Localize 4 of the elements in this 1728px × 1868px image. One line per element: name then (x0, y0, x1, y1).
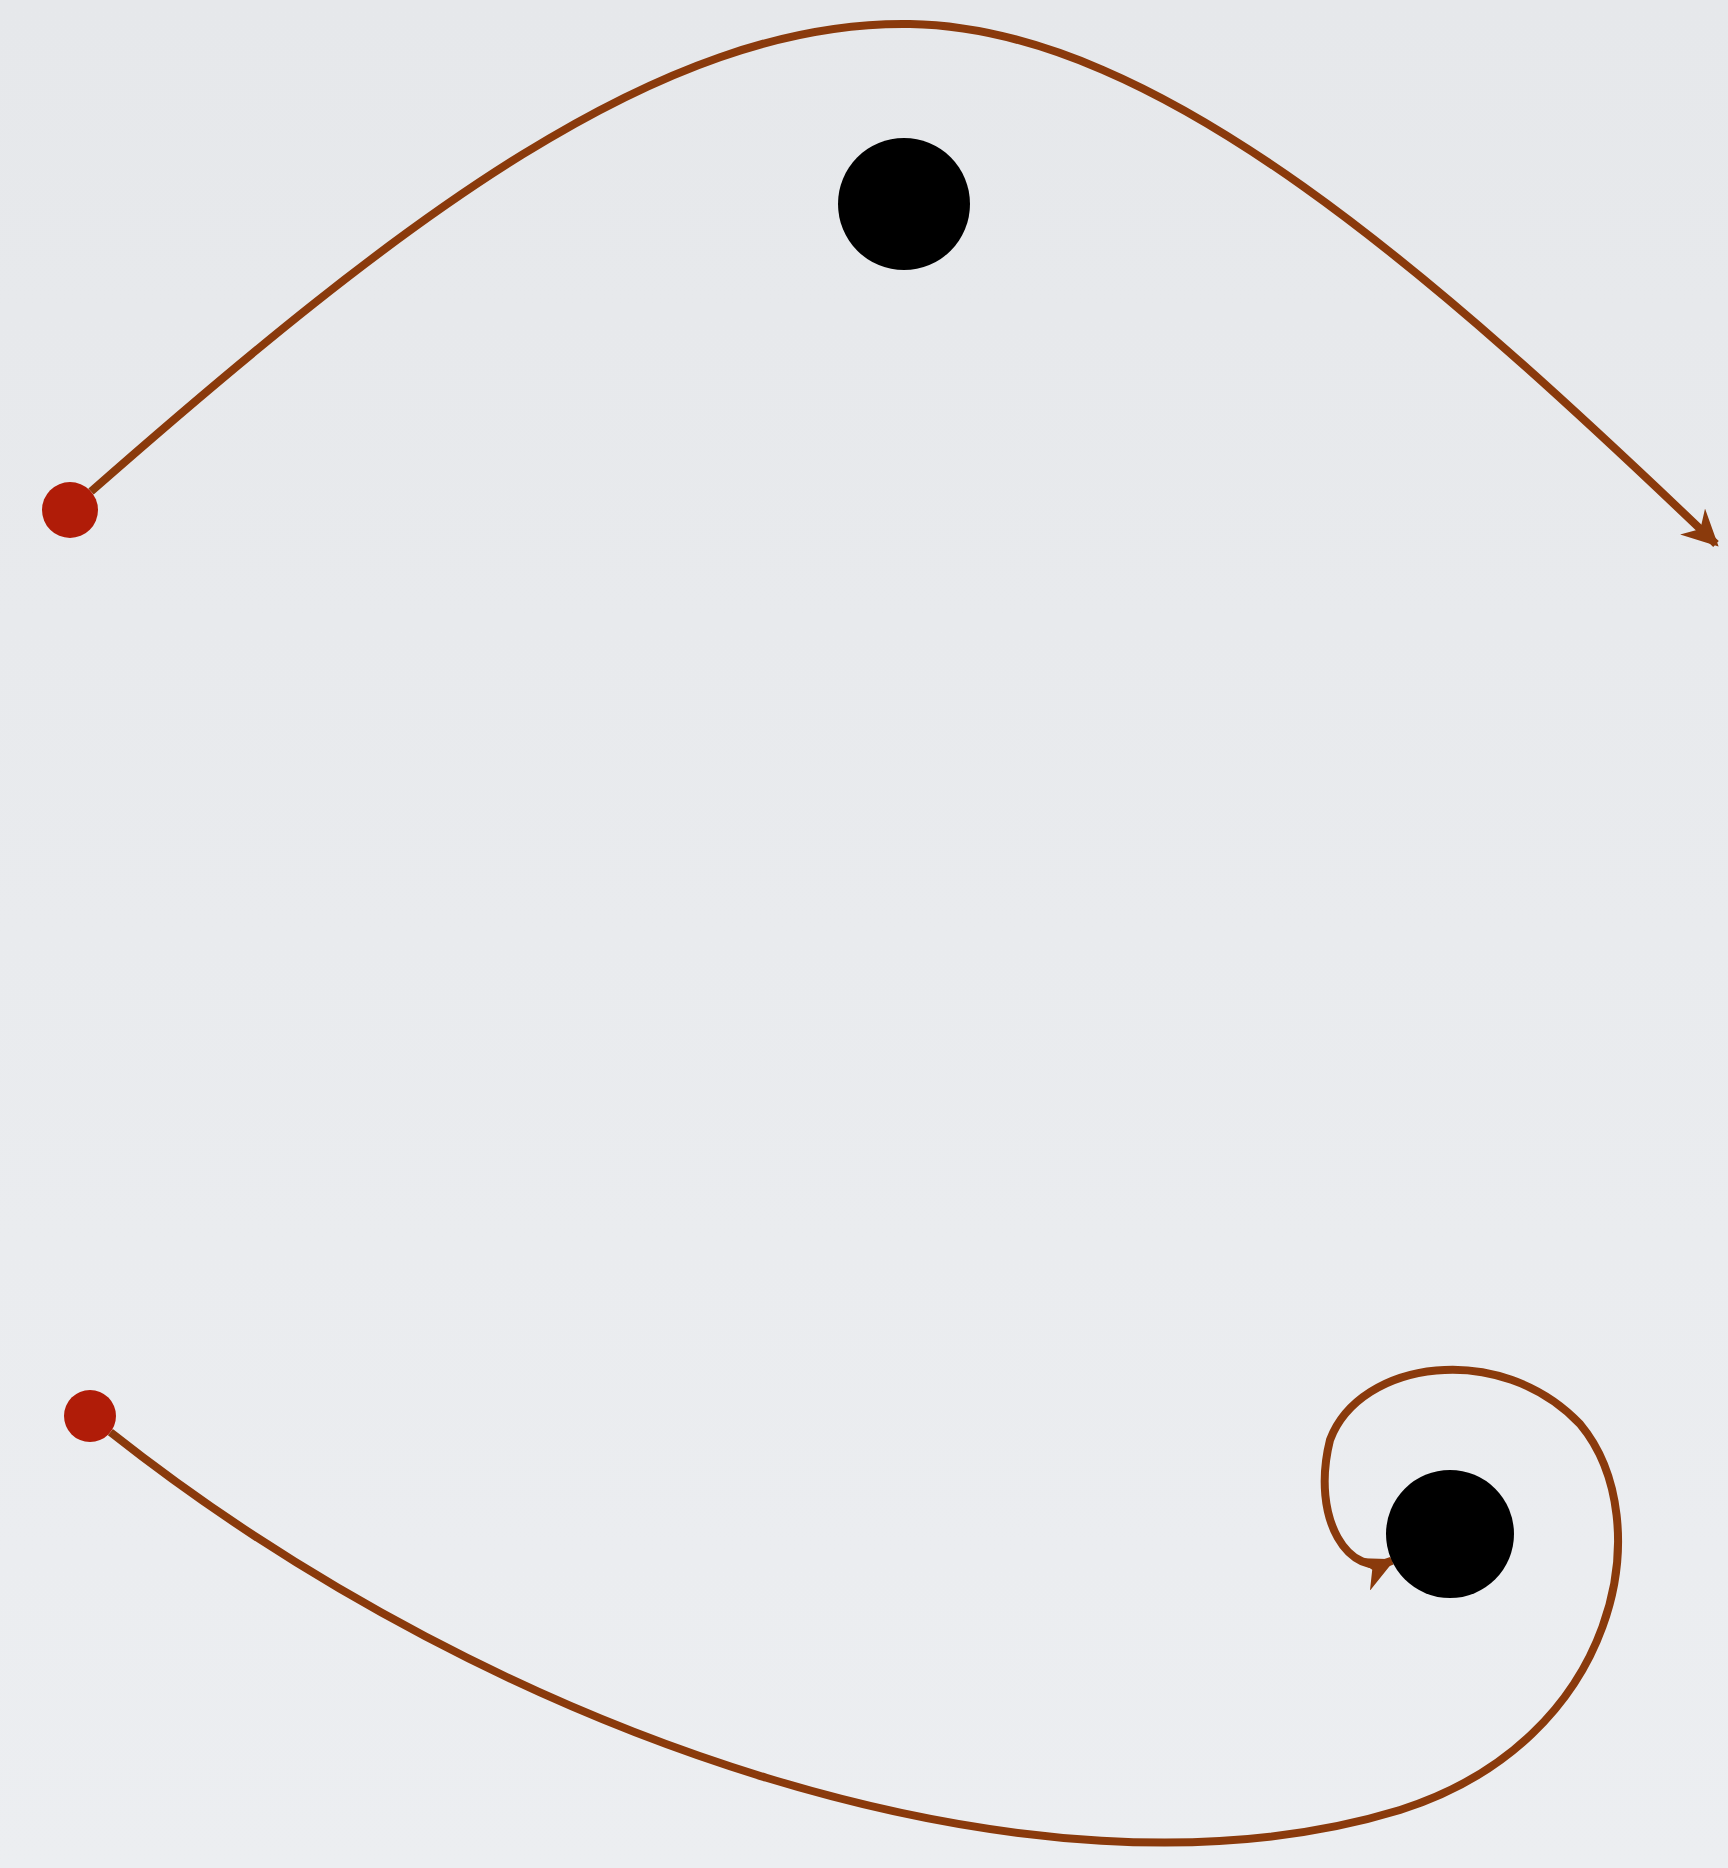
start-dot (64, 1390, 116, 1442)
trajectory-arrow (108, 1366, 1622, 1846)
trajectory-arrow (88, 20, 1719, 547)
start-dot (42, 482, 98, 538)
